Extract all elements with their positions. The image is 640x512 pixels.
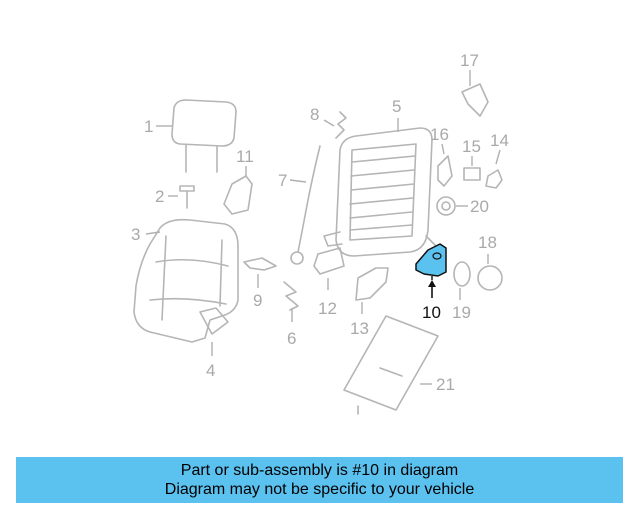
panel-part-21[interactable] xyxy=(343,315,439,415)
callout-8: 8 xyxy=(310,105,319,124)
cap-part-19[interactable] xyxy=(453,261,471,287)
bracket-part-11[interactable] xyxy=(223,175,253,215)
info-banner: Part or sub-assembly is #10 in diagram D… xyxy=(16,457,623,503)
callout-21: 21 xyxy=(436,375,455,394)
callout-5: 5 xyxy=(392,97,401,116)
bracket-part-10-highlighted[interactable] xyxy=(415,243,447,280)
banner-line-1: Part or sub-assembly is #10 in diagram xyxy=(180,462,459,479)
callout-12: 12 xyxy=(318,299,337,318)
knob-part-18[interactable] xyxy=(477,265,503,291)
seat-back-cover-part[interactable] xyxy=(133,218,239,343)
clip-part-9[interactable] xyxy=(243,257,277,271)
cable-part[interactable] xyxy=(290,145,321,265)
knob-part-14[interactable] xyxy=(485,169,503,189)
callout-1: 1 xyxy=(144,117,153,136)
callout-7: 7 xyxy=(278,171,287,190)
callout-14: 14 xyxy=(490,131,509,150)
switch-part-16[interactable] xyxy=(437,155,453,187)
leader-arrow-10 xyxy=(428,280,436,287)
spring-part[interactable] xyxy=(335,111,347,139)
callout-20: 20 xyxy=(470,197,489,216)
callout-2: 2 xyxy=(155,187,164,206)
leader-lines xyxy=(145,70,501,385)
callout-10: 10 xyxy=(422,303,441,322)
callout-4: 4 xyxy=(206,361,215,380)
callout-15: 15 xyxy=(462,137,481,156)
trim-part-17[interactable] xyxy=(461,83,489,117)
callout-16: 16 xyxy=(430,125,449,144)
headrest-part[interactable] xyxy=(171,99,237,173)
button-part-15[interactable] xyxy=(463,167,481,181)
callout-17: 17 xyxy=(460,51,479,70)
banner-line-2: Diagram may not be specific to your vehi… xyxy=(164,481,475,498)
parts-diagram: 1 2 3 4 5 6 7 8 9 10 11 12 13 14 15 16 1… xyxy=(131,51,509,415)
bracket-part-12[interactable] xyxy=(313,247,345,275)
callout-19: 19 xyxy=(452,303,471,322)
callout-3: 3 xyxy=(131,225,140,244)
bracket-part-13[interactable] xyxy=(355,267,389,301)
callout-9: 9 xyxy=(253,291,262,310)
bolt-part[interactable] xyxy=(179,185,195,209)
spring-part-6[interactable] xyxy=(283,281,299,311)
callout-6: 6 xyxy=(287,329,296,348)
gear-part-20[interactable] xyxy=(436,196,456,216)
callout-11: 11 xyxy=(236,147,254,166)
seat-frame-part[interactable] xyxy=(323,127,441,257)
callout-13: 13 xyxy=(350,319,369,338)
callout-18: 18 xyxy=(478,233,497,252)
